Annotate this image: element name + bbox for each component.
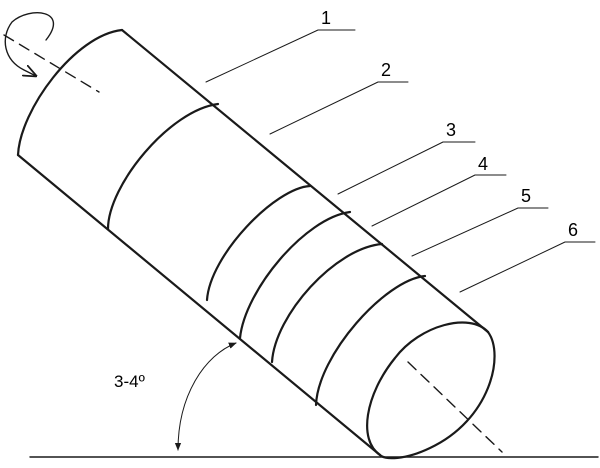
label-5: 5 (521, 186, 531, 206)
label-1: 1 (321, 8, 331, 28)
leader-lines (205, 29, 596, 293)
rotation-axis (3, 34, 100, 93)
angle-arc (174, 342, 237, 451)
label-6: 6 (568, 220, 578, 240)
label-3: 3 (446, 120, 456, 140)
cylinder-body (16, 28, 496, 460)
rotation-axis-end (407, 361, 503, 453)
rotation-arrow (4, 12, 54, 76)
label-4: 4 (478, 154, 488, 174)
section-rings (106, 102, 427, 407)
label-2: 2 (381, 60, 391, 80)
angle-label: 3-4º (114, 372, 145, 391)
